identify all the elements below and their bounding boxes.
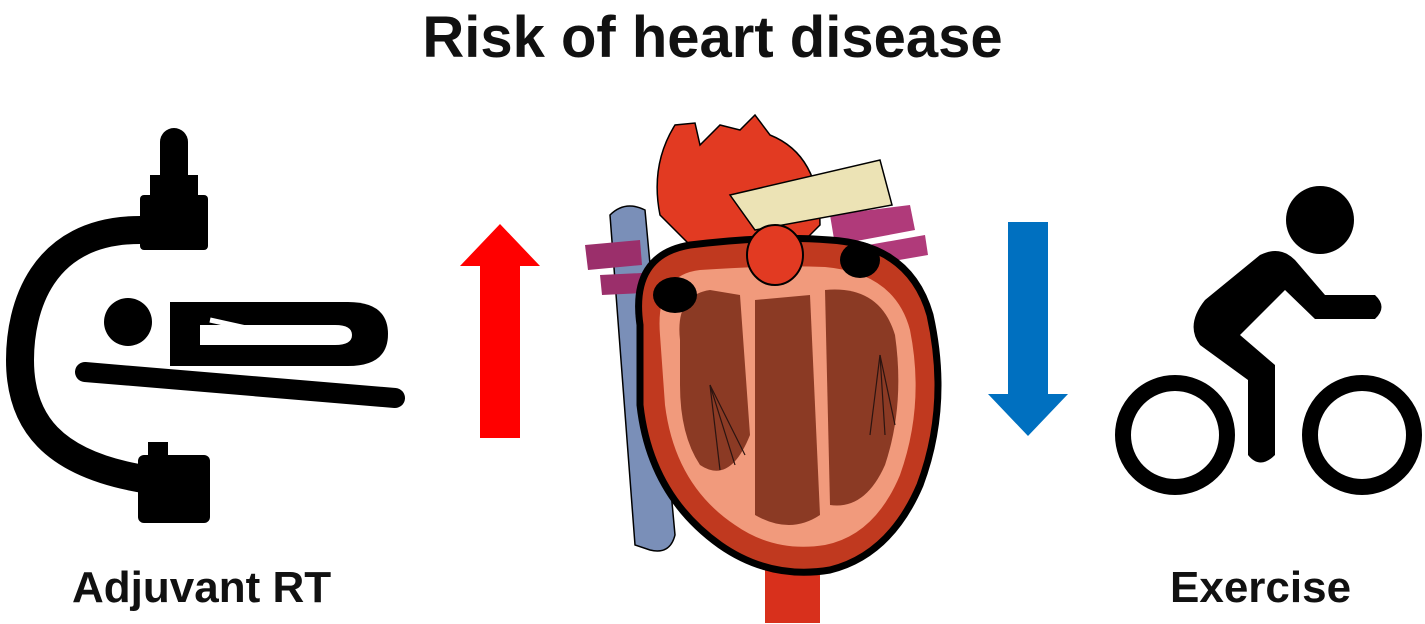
heart-anatomy-icon [580, 105, 950, 624]
increase-arrow-icon [458, 222, 542, 440]
diagram-title: Risk of heart disease [0, 4, 1425, 71]
cyclist-icon [1110, 185, 1425, 520]
adjuvant-rt-label: Adjuvant RT [72, 563, 331, 613]
exercise-label: Exercise [1170, 563, 1351, 613]
radiotherapy-machine-icon [0, 120, 420, 530]
decrease-arrow-icon [986, 220, 1070, 438]
